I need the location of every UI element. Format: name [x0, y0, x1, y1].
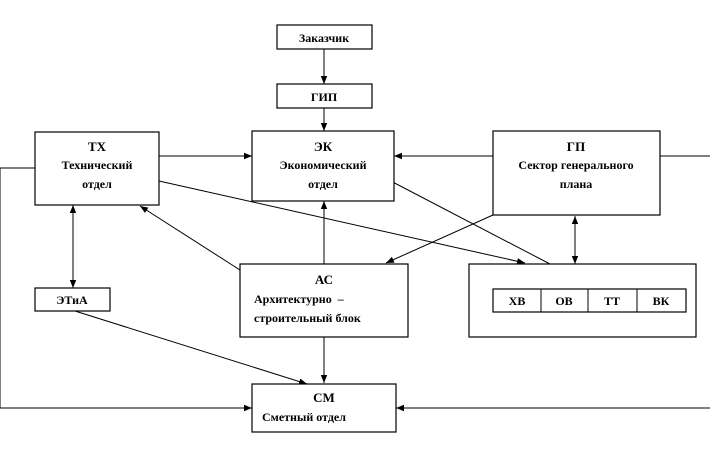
node-tx: ТХ Технический отдел [34, 131, 160, 206]
node-sub-services: ХВ ОВ ТТ ВК [468, 263, 697, 338]
sub-cell-vk: ВК [653, 294, 670, 308]
node-ek: ЭК Экономический отдел [251, 130, 395, 202]
node-sm-code: СМ [313, 390, 335, 405]
node-as: АС Архитектурно – строительный блок [239, 263, 409, 338]
node-zakazchik: Заказчик [276, 24, 373, 50]
node-tx-line2: отдел [82, 177, 112, 191]
node-tx-code: ТХ [88, 139, 107, 154]
sub-cell-tt: ТТ [604, 294, 620, 308]
node-ek-line1: Экономический [280, 158, 367, 172]
edge-sub-ek [384, 177, 551, 265]
node-as-line2: строительный блок [254, 311, 361, 325]
edge-tx-left-sm [0, 167, 252, 412]
connectors [0, 49, 710, 412]
node-etia: ЭТиА [34, 287, 111, 312]
node-etia-label: ЭТиА [56, 293, 88, 307]
edge-tx-sub [158, 180, 526, 265]
node-gip-label: ГИП [311, 90, 338, 104]
node-as-code: АС [315, 272, 333, 287]
node-ek-code: ЭК [314, 139, 333, 154]
sub-cell-ov: ОВ [555, 294, 572, 308]
node-zakazchik-label: Заказчик [299, 31, 349, 45]
node-gp: ГП Сектор генерального плана [492, 130, 661, 216]
edge-etia-sm [74, 310, 308, 385]
node-tx-line1: Технический [62, 158, 133, 172]
node-sm: СМ Сметный отдел [251, 383, 397, 433]
node-gp-line2: плана [560, 177, 593, 191]
node-sm-line1: Сметный отдел [262, 410, 346, 424]
node-ek-line2: отдел [308, 177, 338, 191]
node-gp-line1: Сектор генерального [518, 158, 633, 172]
edge-as-tx [139, 205, 241, 271]
node-as-line1: Архитектурно – [254, 292, 345, 306]
node-gip: ГИП [276, 83, 373, 109]
edge-gp-as [385, 214, 494, 264]
node-gp-code: ГП [567, 139, 585, 154]
sub-cell-hv: ХВ [509, 294, 526, 308]
